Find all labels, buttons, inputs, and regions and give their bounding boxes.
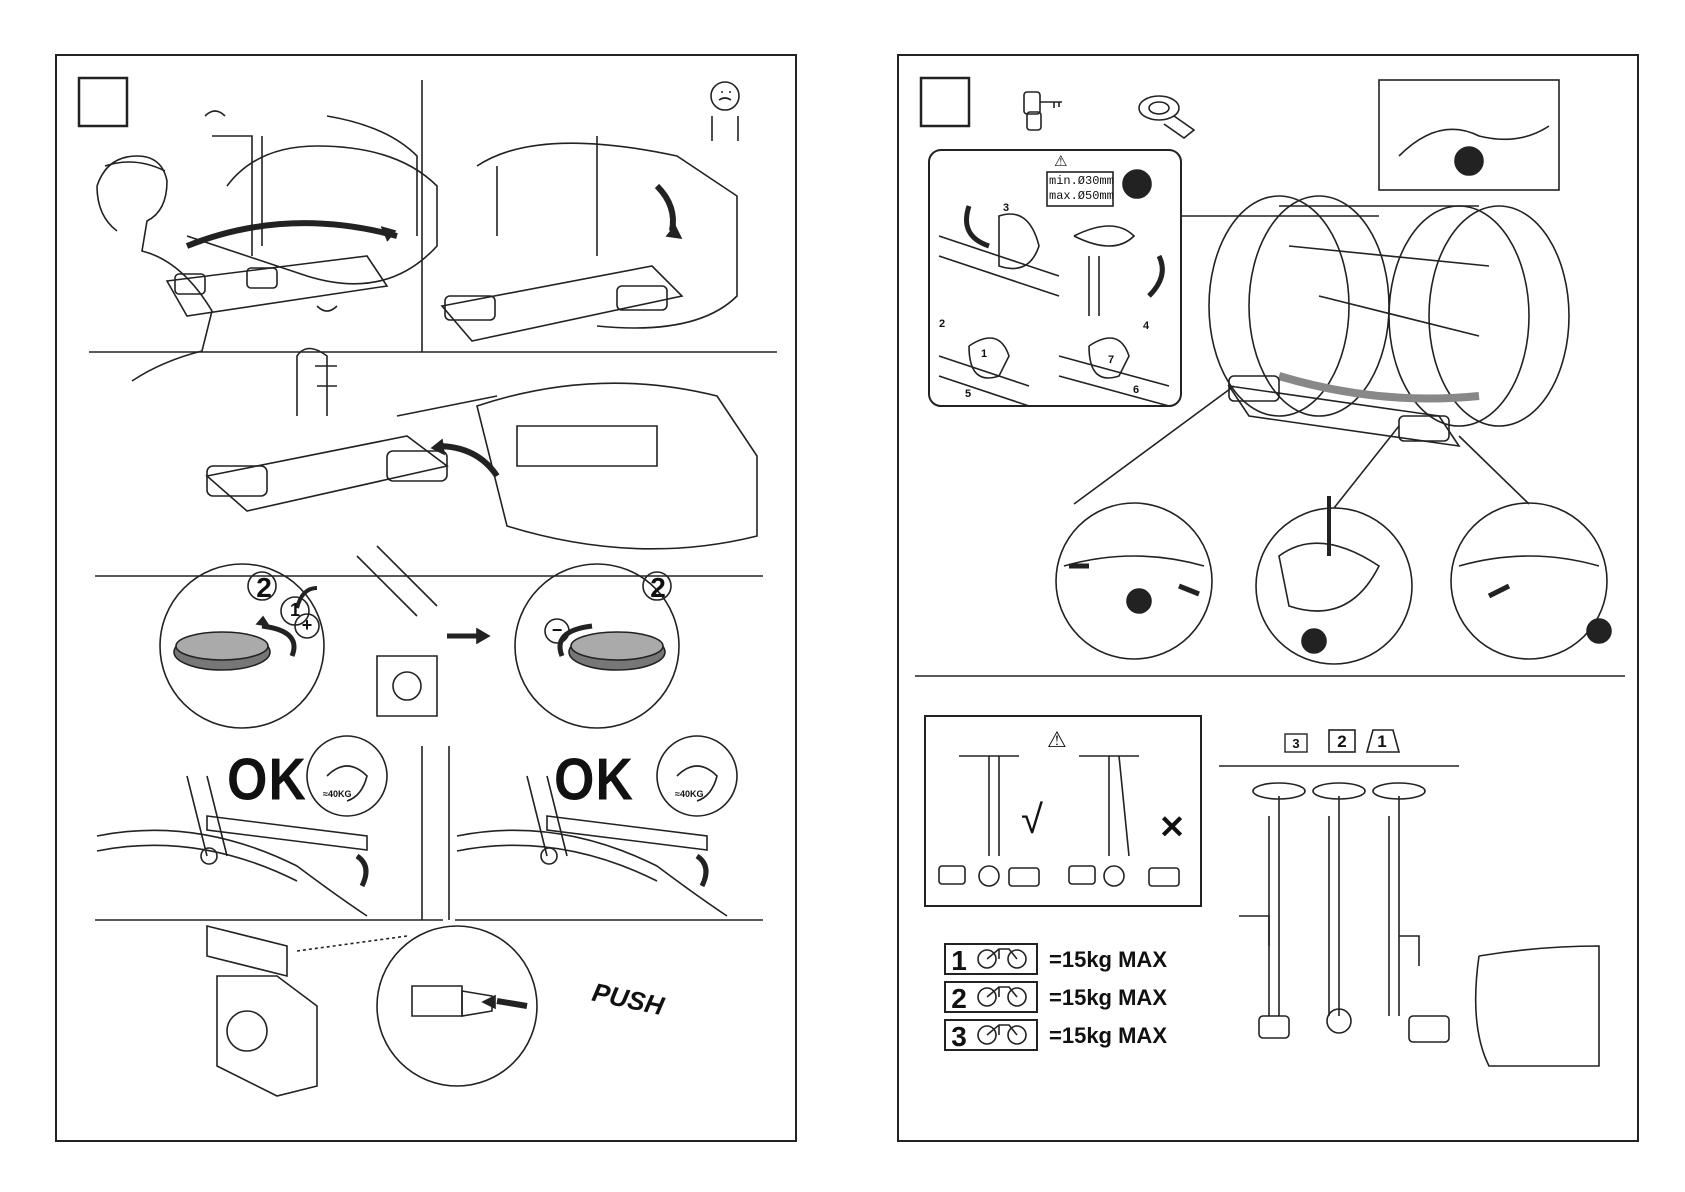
warning-icon: ⚠: [1054, 152, 1067, 170]
load-row-position: 1: [947, 945, 971, 977]
correct-mark: √: [1017, 798, 1047, 843]
clamp-step-7: 7: [1104, 354, 1118, 366]
load-row-limit: =15kg MAX: [1049, 1025, 1167, 1047]
load-row-limit: =15kg MAX: [1049, 987, 1167, 1009]
bikes-on-rack-scene: [1181, 80, 1569, 446]
bicycle-icon: [978, 949, 1026, 1044]
load-row-position: 3: [947, 1021, 971, 1053]
strap-icon: [1139, 96, 1194, 138]
clamp-step-5: 5: [961, 388, 975, 400]
wrong-mark: ✕: [1157, 808, 1187, 846]
right-page-illustrations: [899, 56, 1641, 1144]
ok-label-right: OK: [554, 750, 634, 810]
weight-label-right: ≈40KG: [675, 790, 703, 799]
right-page: ⚠ min.Ø30mm max.Ø50mm 1 2 3 4 5 6 7 ⚠ √ …: [897, 54, 1639, 1142]
clamp-steps-illustration: [939, 206, 1169, 406]
minus-sign: −: [545, 620, 569, 641]
plus-sign: +: [295, 615, 319, 636]
clamp-spec-max: max.Ø50mm: [1049, 189, 1114, 203]
clamp-step-1: 1: [977, 348, 991, 360]
scene-adjust-clamp: [160, 546, 679, 728]
clamp-step-2: 2: [935, 318, 949, 330]
clamp-step-6: 6: [1129, 384, 1143, 396]
scene-fold-rack: [97, 111, 437, 381]
step-number-rotate-left: 2: [249, 572, 279, 604]
clamp-spec: min.Ø30mm max.Ø50mm: [1049, 174, 1114, 204]
step-number-rotate-right: 2: [643, 572, 673, 604]
warning-icon: ⚠: [1047, 728, 1067, 753]
rear-view-bikes: [1219, 730, 1599, 1066]
position-label-1: 1: [1369, 732, 1395, 752]
clamp-step-4: 4: [1139, 320, 1153, 332]
position-label-2: 2: [1329, 732, 1355, 752]
position-label-3: 3: [1285, 736, 1307, 751]
scene-rack-on-tow-bar: [207, 349, 757, 549]
ok-label-left: OK: [227, 750, 307, 810]
left-page: OK OK ≈40KG ≈40KG 2 2 1 + − PUSH: [55, 54, 797, 1142]
step-number-box: [921, 78, 969, 126]
load-row-limit: =15kg MAX: [1049, 949, 1167, 971]
clamp-step-3: 3: [999, 202, 1013, 214]
left-page-illustrations: [57, 56, 799, 1144]
step-number-box: [79, 78, 127, 126]
alignment-comparison: [939, 756, 1179, 886]
scene-tilt-rack: [442, 82, 739, 341]
clamp-spec-min: min.Ø30mm: [1049, 174, 1114, 188]
scene-push-lock: [207, 926, 537, 1096]
key-icon: [1024, 92, 1062, 130]
weight-label-left: ≈40KG: [323, 790, 351, 799]
load-row-position: 2: [947, 983, 971, 1015]
